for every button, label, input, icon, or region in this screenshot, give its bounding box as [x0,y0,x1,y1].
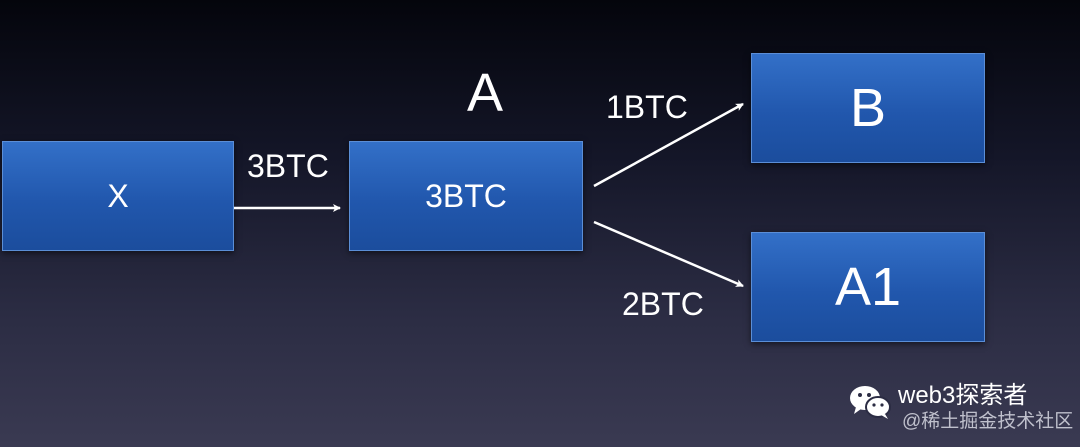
watermark-name: web3探索者 [898,382,1028,409]
node-a1: A1 [751,232,985,342]
watermark-subtitle: @稀土掘金技术社区 [902,411,1074,432]
arrow-a-to-a1 [593,220,744,288]
arrow-a-to-b [593,102,744,188]
edge-a-to-b-label: 1BTC [606,89,688,125]
watermark: web3探索者 @稀土掘金技术社区 [848,382,1073,434]
node-b: B [751,53,985,163]
node-a1-label: A1 [834,257,902,317]
node-a: 3BTC [349,141,583,251]
node-x: X [2,141,234,251]
node-b-label: B [849,78,887,138]
wechat-icon [850,386,891,419]
edge-a-to-a1-label: 2BTC [622,286,704,322]
node-a-label: 3BTC [425,177,507,214]
edge-x-to-a-label: 3BTC [247,148,329,184]
node-a-title: A [467,63,504,123]
node-x-label: X [107,177,129,214]
